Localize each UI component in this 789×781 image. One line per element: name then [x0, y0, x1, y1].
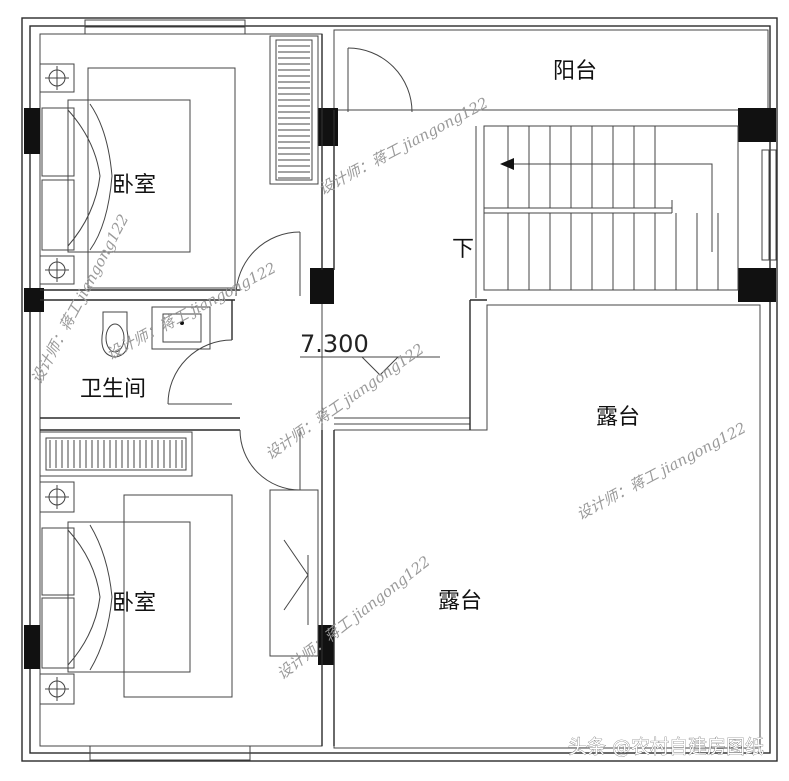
- top-window: [84, 19, 246, 35]
- structural-columns: [24, 108, 776, 669]
- right-window: [761, 149, 777, 261]
- elevation-label: 7.300: [300, 330, 369, 358]
- watermark: 设计师：蒋工 jiangong122: [315, 94, 491, 199]
- room-label-bedroom-top: 卧室: [112, 173, 156, 198]
- bathroom: [40, 299, 240, 431]
- bedroom-top: [39, 35, 319, 291]
- credit-label: 头条 @农村自建房图纸: [568, 736, 764, 758]
- stair-down-label: 下: [452, 237, 474, 262]
- bottom-window: [89, 745, 251, 761]
- corridor: [235, 34, 487, 746]
- room-label-terrace-bottom: 露台: [438, 589, 482, 614]
- room-label-bathroom: 卫生间: [80, 377, 146, 402]
- watermark: 设计师：蒋工 jiangong122: [273, 552, 433, 683]
- bedroom-bottom: [39, 431, 319, 705]
- watermark: 设计师：蒋工 jiangong122: [103, 259, 279, 364]
- room-label-balcony: 阳台: [553, 59, 597, 84]
- elevation-marker: [300, 356, 440, 376]
- room-label-bedroom-bottom: 卧室: [112, 591, 156, 616]
- watermark: 设计师：蒋工 jiangong122: [573, 419, 749, 524]
- room-label-terrace-right: 露台: [596, 405, 640, 430]
- watermark: 设计师：蒋工 jiangong122: [262, 340, 427, 463]
- staircase: [475, 125, 739, 298]
- outer-walls: [21, 17, 778, 762]
